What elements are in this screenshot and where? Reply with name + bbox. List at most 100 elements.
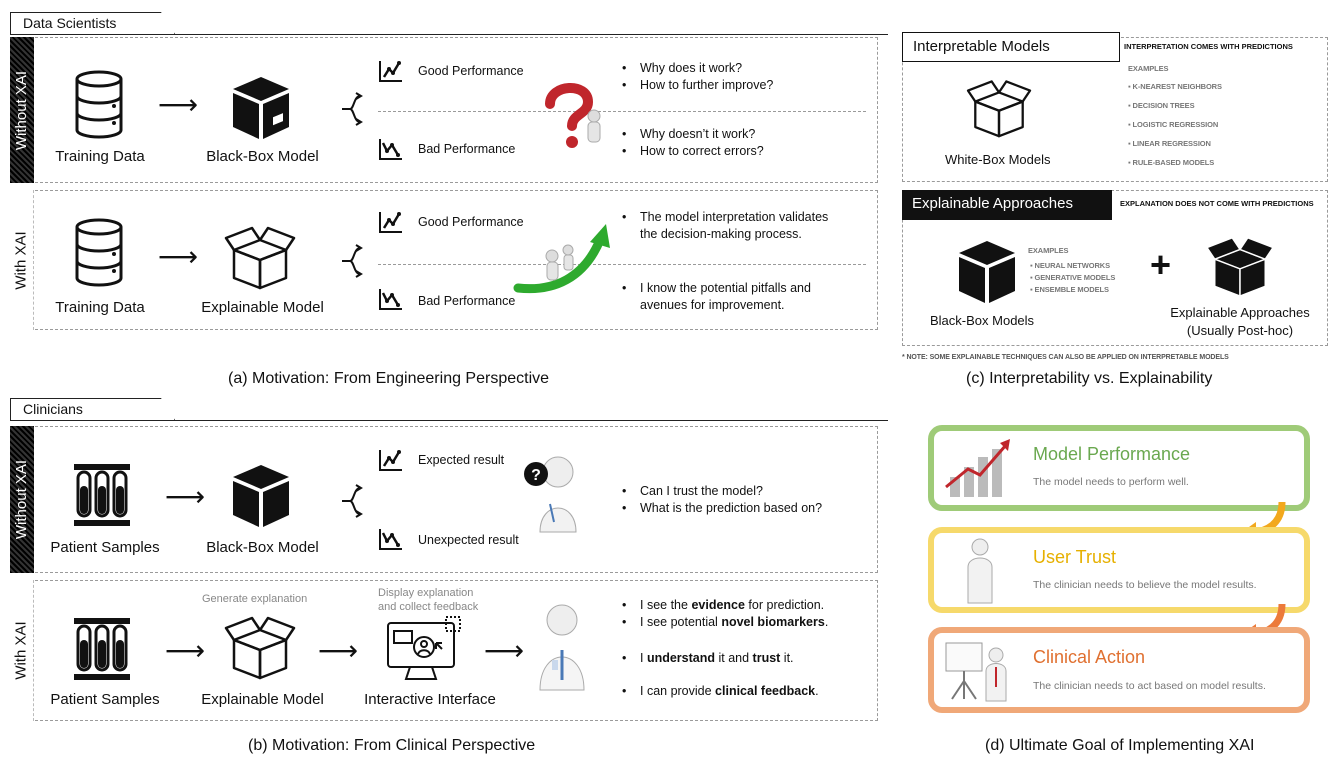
example-item: ▪ LINEAR REGRESSION bbox=[1128, 139, 1211, 148]
good-chart-icon bbox=[379, 212, 402, 233]
bullet-feedback: I can provide clinical feedback. bbox=[618, 683, 878, 700]
explainable-model-label: Explainable Model bbox=[201, 691, 324, 708]
display-explanation-note-1: Display explanation bbox=[378, 587, 474, 599]
open-box-icon bbox=[224, 616, 296, 680]
goal-desc-trust: The clinician needs to believe the model… bbox=[1033, 579, 1257, 591]
interactive-interface-label: Interactive Interface bbox=[364, 691, 496, 708]
doctor-question-icon: ? bbox=[524, 456, 577, 533]
black-box-models-label: Black-Box Models bbox=[930, 313, 1035, 328]
database-icon bbox=[75, 70, 123, 139]
example-item: ▪ K-NEAREST NEIGHBORS bbox=[1128, 82, 1222, 91]
explainable-approaches-title: Explainable Approaches bbox=[902, 190, 1112, 220]
examples-label: EXAMPLES bbox=[1128, 64, 1169, 73]
good-chart-icon bbox=[379, 450, 402, 471]
goal-title-performance: Model Performance bbox=[1033, 444, 1191, 464]
panel-b-with-sidebar: With XAI bbox=[10, 580, 34, 721]
caption-b: (b) Motivation: From Clinical Perspectiv… bbox=[248, 737, 536, 754]
panel-a-tab: Data Scientists bbox=[10, 12, 175, 34]
panel-b-tab-line bbox=[10, 420, 888, 421]
bullet-item: Why doesn’t it work? bbox=[618, 126, 848, 143]
display-explanation-note-2: and collect feedback bbox=[378, 601, 479, 613]
generate-explanation-note: Generate explanation bbox=[202, 593, 308, 605]
clinical-with-bullets-3: I can provide clinical feedback. bbox=[618, 683, 878, 700]
clinical-with-bullets: I see the evidence for prediction. I see… bbox=[618, 597, 878, 631]
bullet-item: What is the prediction based on? bbox=[618, 500, 868, 517]
goal-title-action: Clinical Action bbox=[1033, 647, 1146, 667]
good-chart-icon bbox=[379, 61, 402, 82]
training-data-label: Training Data bbox=[55, 299, 145, 316]
example-item: ▪ DECISION TREES bbox=[1128, 101, 1195, 110]
arrow-icon: ⟶ bbox=[158, 89, 199, 120]
bullet-item: How to further improve? bbox=[618, 77, 848, 94]
patient-samples-label: Patient Samples bbox=[50, 691, 160, 708]
explainable-model-label: Explainable Model bbox=[201, 299, 324, 316]
patient-samples-label: Patient Samples bbox=[50, 539, 160, 556]
bullet-item: How to correct errors? bbox=[618, 143, 848, 160]
black-box-icon bbox=[233, 77, 289, 139]
bullet-biomarkers: I see potential novel biomarkers. bbox=[618, 614, 878, 631]
bad-chart-icon bbox=[379, 289, 402, 310]
bullet-understand: I understand it and trust it. bbox=[618, 650, 878, 667]
question-mark-figure-icon bbox=[545, 83, 601, 148]
panel-b-tab: Clinicians bbox=[10, 398, 175, 420]
white-box-models-label: White-Box Models bbox=[945, 152, 1051, 167]
clinical-with-bullets-2: I understand it and trust it. bbox=[618, 650, 878, 667]
svg-text:?: ? bbox=[531, 467, 541, 484]
panel-b-without-sidebar: Without XAI bbox=[10, 426, 34, 573]
without-xai-label: Without XAI bbox=[13, 459, 31, 540]
goal-title-trust: User Trust bbox=[1033, 547, 1117, 567]
split-arrow-icon bbox=[342, 92, 363, 126]
without-bad-bullets: Why doesn’t it work? How to correct erro… bbox=[618, 126, 848, 160]
training-data-label: Training Data bbox=[55, 148, 145, 165]
example-item: ▪ RULE-BASED MODELS bbox=[1128, 158, 1215, 167]
goal-box-performance bbox=[928, 425, 1310, 511]
post-hoc-label: (Usually Post-hoc) bbox=[1186, 323, 1294, 338]
clinical-without-bullets: Can I trust the model? What is the predi… bbox=[618, 483, 868, 517]
bullet-evidence: I see the evidence for prediction. bbox=[618, 597, 878, 614]
black-box-model-label: Black-Box Model bbox=[206, 148, 319, 165]
test-tubes-icon bbox=[74, 464, 130, 526]
white-box-icon bbox=[966, 80, 1032, 138]
bad-chart-icon bbox=[379, 139, 402, 160]
black-box-icon bbox=[959, 241, 1015, 303]
panel-a-tab-line bbox=[10, 34, 888, 35]
with-xai-label: With XAI bbox=[13, 230, 31, 290]
explainable-box bbox=[902, 190, 1328, 346]
with-xai-label: With XAI bbox=[13, 621, 31, 680]
arrow-icon: ⟶ bbox=[165, 481, 206, 512]
growth-chart-icon bbox=[945, 439, 1010, 497]
bullet-item: Can I trust the model? bbox=[618, 483, 868, 500]
with-good-bullets: The model interpretation validates the d… bbox=[618, 209, 848, 243]
caption-c: (c) Interpretability vs. Explainability bbox=[966, 370, 1213, 387]
interactive-interface-icon bbox=[387, 616, 461, 680]
good-performance-label: Good Performance bbox=[418, 64, 524, 78]
example-item: ▪ GENERATIVE MODELS bbox=[1030, 273, 1116, 282]
examples-label: EXAMPLES bbox=[1028, 246, 1069, 255]
explanation-note: EXPLANATION DOES NOT COME WITH PREDICTIO… bbox=[1120, 199, 1314, 208]
expected-result-label: Expected result bbox=[418, 453, 505, 467]
goal-desc-action: The clinician needs to act based on mode… bbox=[1033, 680, 1266, 692]
bad-chart-icon bbox=[379, 529, 402, 550]
explainable-approaches-label: Explainable Approaches bbox=[1170, 305, 1310, 320]
without-good-bullets: Why does it work? How to further improve… bbox=[618, 60, 848, 94]
example-item: ▪ NEURAL NETWORKS bbox=[1030, 261, 1110, 270]
goal-desc-performance: The model needs to perform well. bbox=[1033, 476, 1189, 488]
split-arrow-icon bbox=[342, 244, 363, 278]
open-box-icon bbox=[224, 226, 296, 290]
plus-sign: + bbox=[1150, 244, 1172, 285]
doctor-icon bbox=[539, 604, 585, 691]
black-open-box-icon bbox=[1206, 237, 1274, 297]
divider bbox=[378, 264, 866, 265]
good-performance-label: Good Performance bbox=[418, 215, 524, 229]
bullet-item: Why does it work? bbox=[618, 60, 848, 77]
bad-performance-label: Bad Performance bbox=[418, 294, 516, 308]
footnote: * NOTE: SOME EXPLAINABLE TECHNIQUES CAN … bbox=[902, 354, 1229, 361]
split-arrow-icon bbox=[342, 484, 363, 518]
black-box-icon bbox=[233, 465, 289, 527]
person-icon bbox=[967, 538, 993, 604]
growth-arrow-figure-icon bbox=[513, 224, 610, 294]
interpretable-models-title: Interpretable Models bbox=[902, 32, 1120, 62]
black-box-model-label: Black-Box Model bbox=[206, 539, 319, 556]
bad-performance-label: Bad Performance bbox=[418, 142, 516, 156]
divider bbox=[378, 111, 866, 112]
